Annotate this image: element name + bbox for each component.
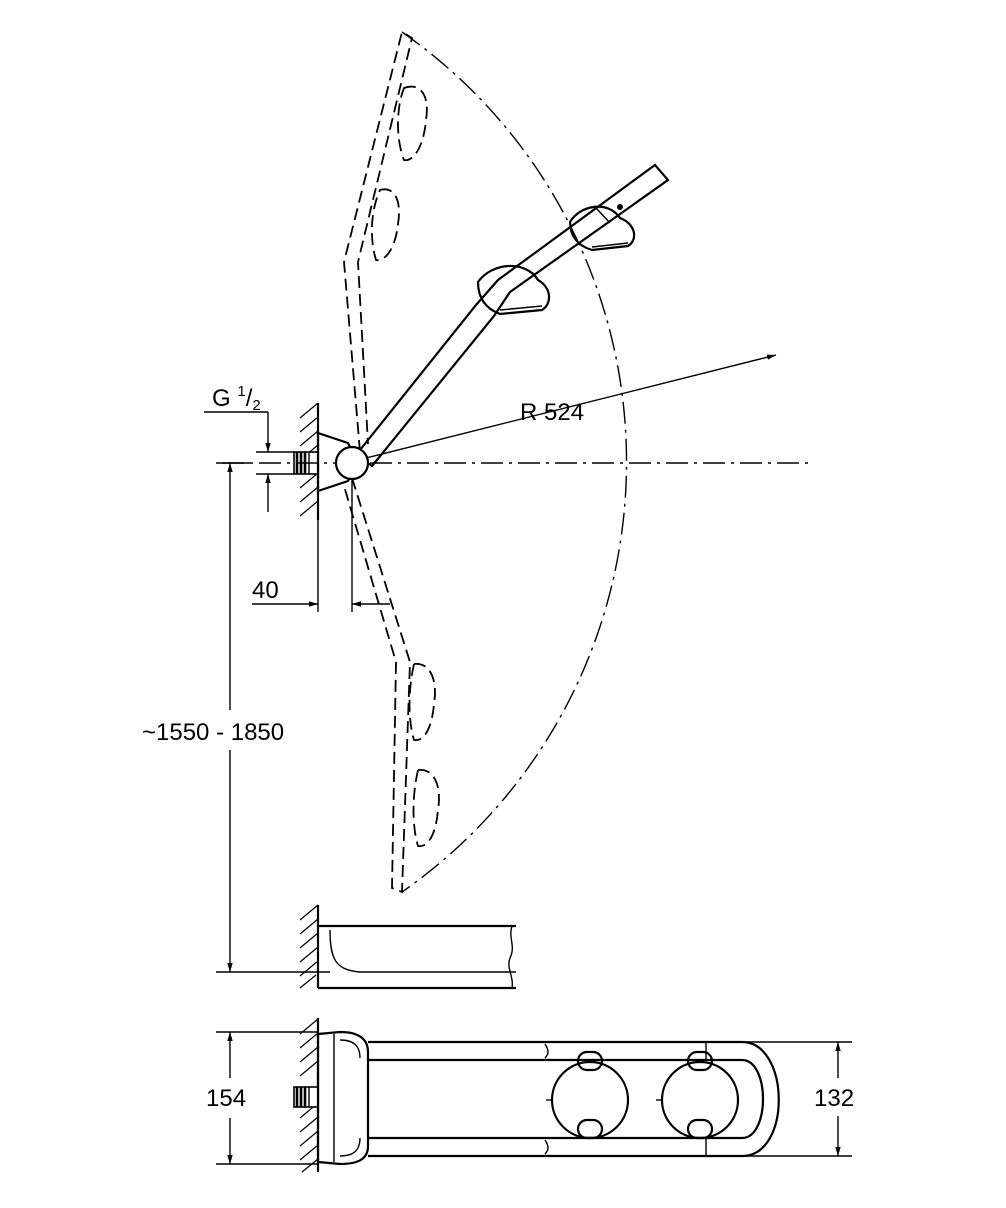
height-dimension: ~1550 - 1850	[142, 462, 330, 973]
swivel-arm	[354, 163, 670, 468]
thread-prefix: G	[212, 385, 237, 412]
lower-position-outline	[343, 477, 440, 894]
swing-arc	[401, 31, 628, 893]
thread-numerator: 1	[237, 383, 245, 400]
offset-dimension: 40	[252, 480, 390, 612]
pivot-joint	[334, 445, 370, 481]
side-view: R 524 G 1/2 40 ~1550 - 1850	[142, 30, 810, 990]
radius-label: R 524	[520, 399, 584, 426]
radius-dimension: R 524	[365, 354, 777, 459]
thread-dimension: G 1/2	[204, 383, 294, 512]
upper-position-outline	[343, 30, 428, 453]
shower-head-top-left	[546, 1050, 630, 1140]
u-shaped-bar	[368, 1040, 780, 1158]
bar-width-label: 132	[814, 1085, 854, 1112]
thread-denominator: 2	[252, 397, 260, 414]
shower-head-top-right	[656, 1050, 740, 1140]
thread-slash: /	[246, 385, 253, 412]
front-connector	[293, 1086, 319, 1108]
front-view: 154 132	[206, 1018, 854, 1173]
front-height-dimension: 154	[206, 1031, 318, 1165]
offset-label: 40	[252, 577, 279, 604]
thread-label: G 1/2	[212, 383, 261, 414]
front-height-label: 154	[206, 1085, 246, 1112]
front-bracket	[316, 1030, 370, 1166]
bar-width-dimension: 132	[745, 1041, 854, 1157]
height-label: ~1550 - 1850	[142, 719, 284, 746]
shower-head-upper	[568, 204, 636, 252]
bath-tub-section	[299, 904, 516, 990]
shower-head-lower	[476, 264, 551, 316]
